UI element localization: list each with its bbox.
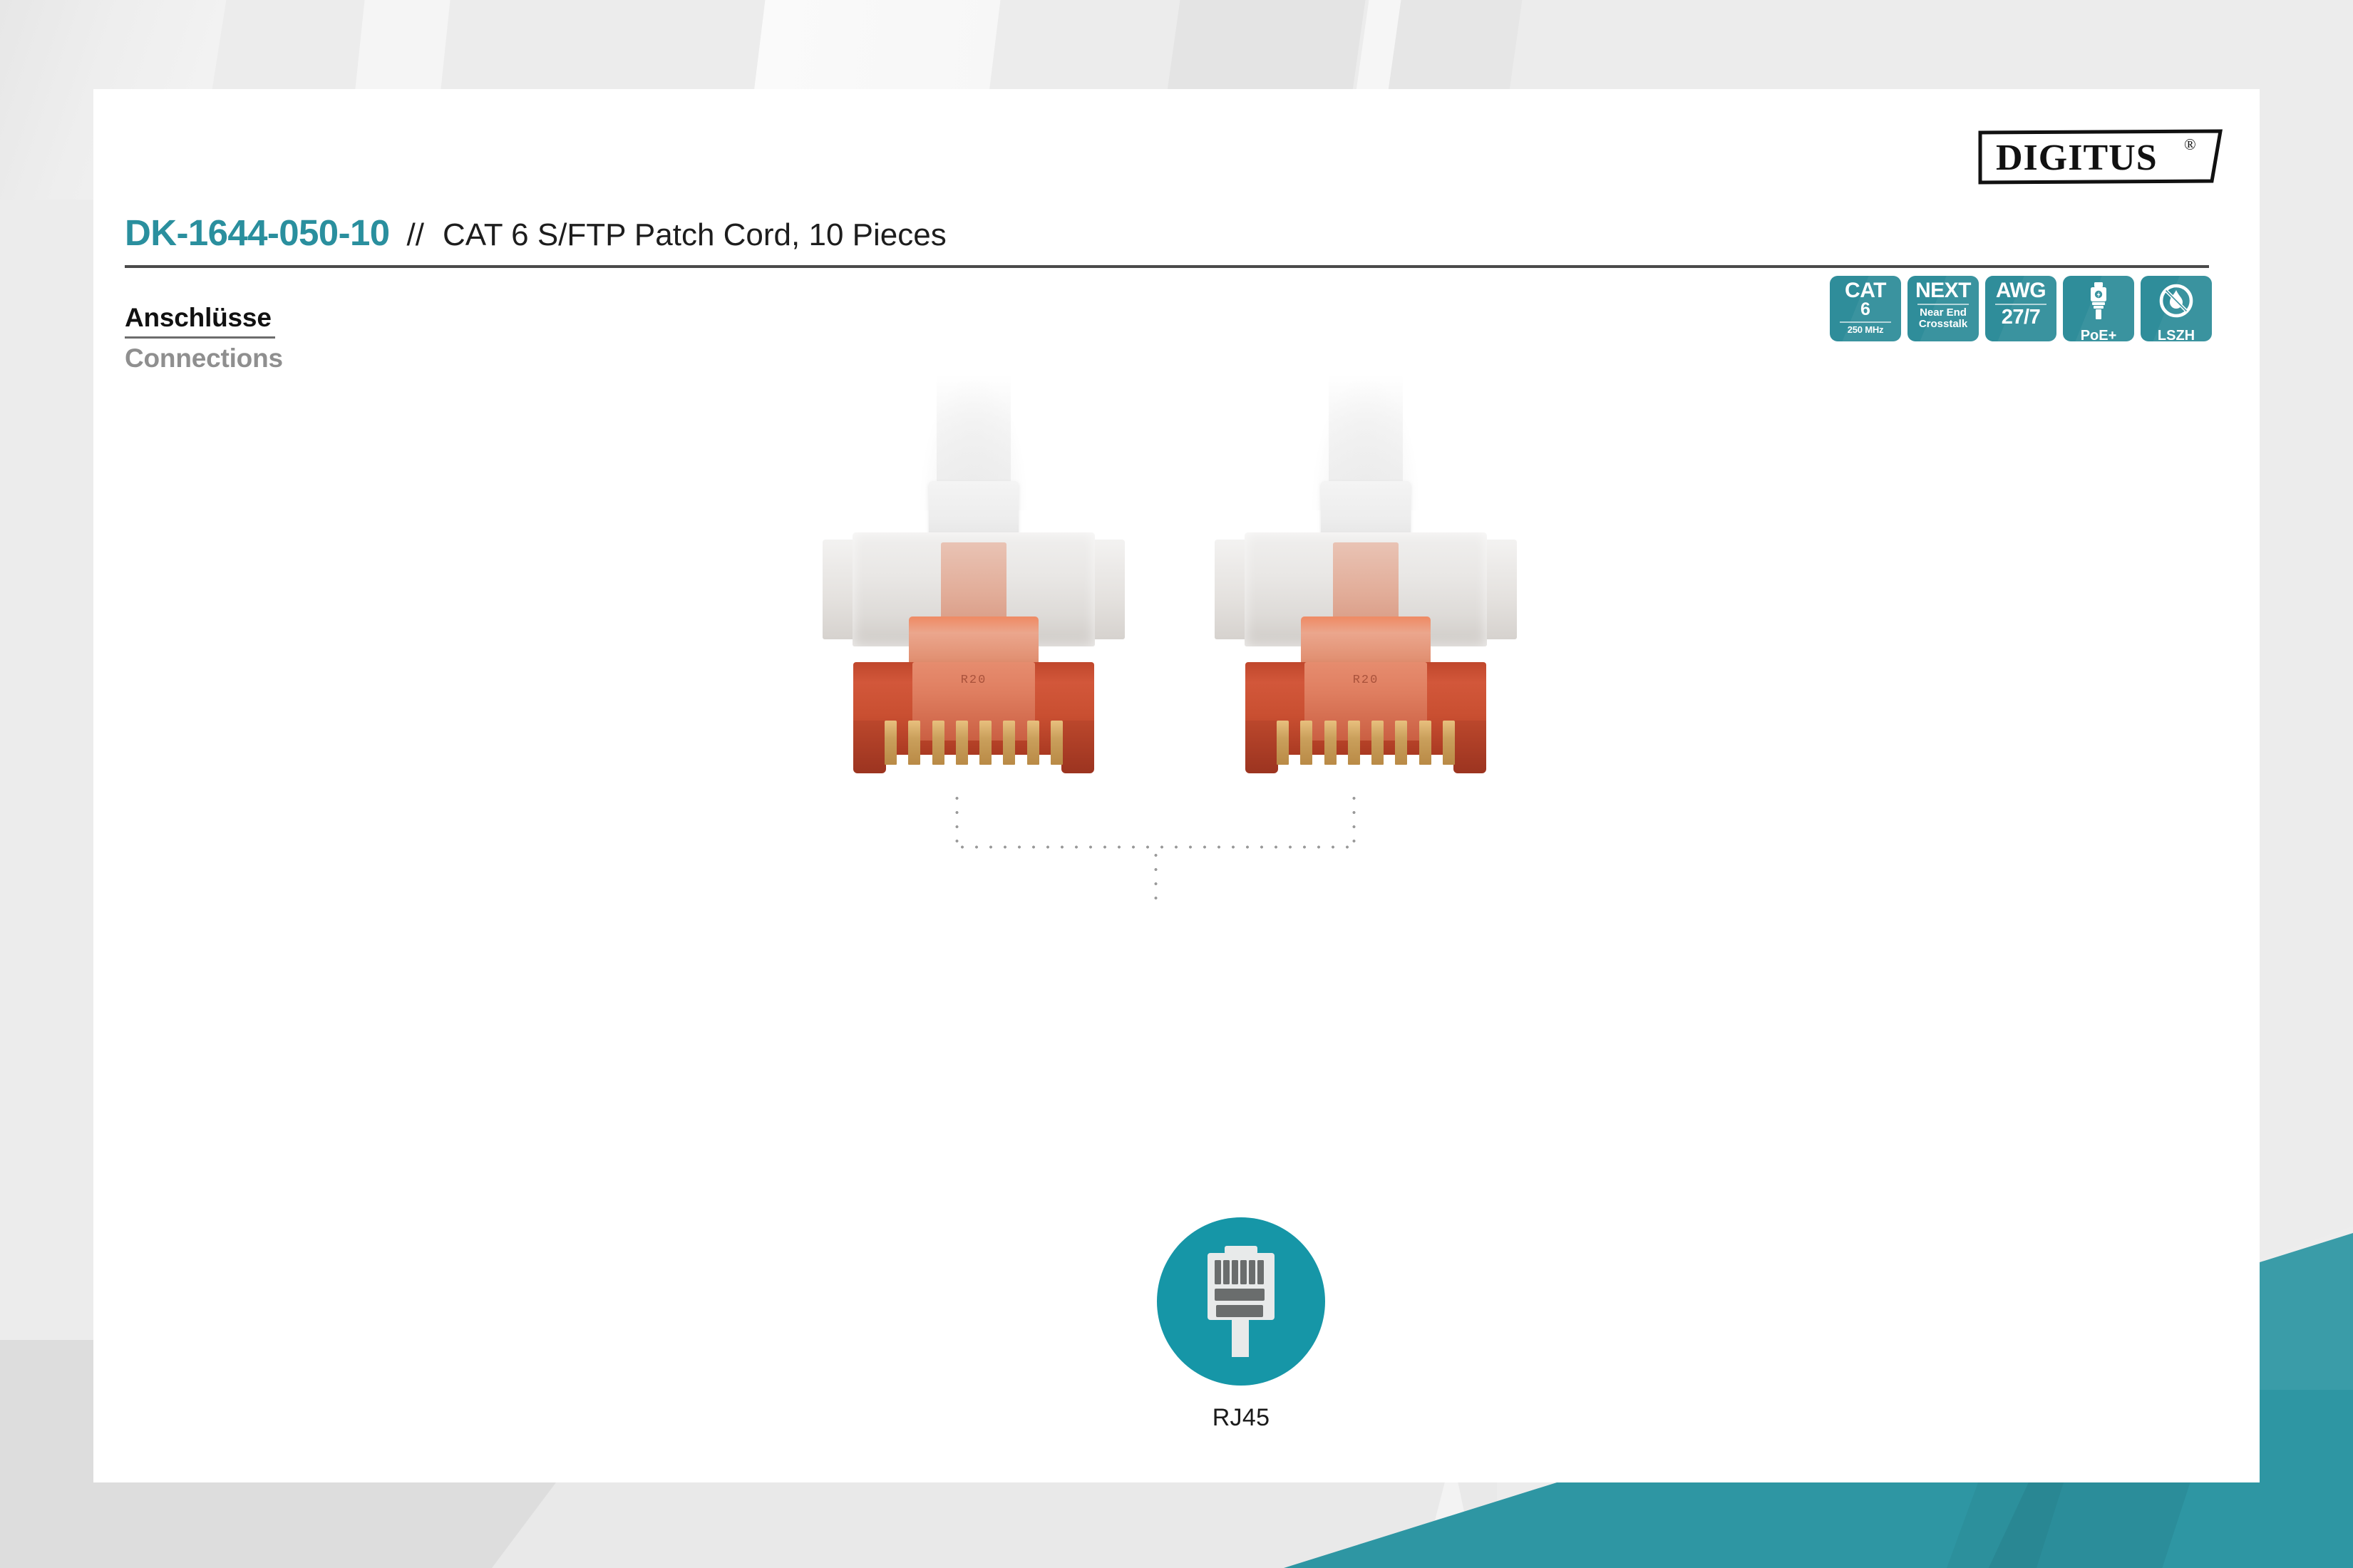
latch-stem-right: [1333, 542, 1399, 626]
housing-foot-left-r: [1061, 721, 1094, 773]
rj45-badge-circle: [1157, 1217, 1325, 1386]
connector-type-marker: RJ45: [1154, 1217, 1328, 1432]
connector-right: R20: [1212, 374, 1519, 780]
badge-poe-foot: PoE+: [2080, 328, 2117, 341]
rj45-plug-icon: [2088, 282, 2109, 324]
housing-marking-right: R20: [1352, 674, 1379, 687]
pin: [1395, 721, 1408, 765]
pin: [1026, 721, 1039, 765]
pin: [908, 721, 921, 765]
badge-cat6: CAT 6 250 MHz: [1830, 276, 1901, 341]
section-heading-en: Connections: [125, 344, 283, 373]
product-title: CAT 6 S/FTP Patch Cord, 10 Pieces: [442, 217, 947, 252]
badge-cat6-sub: 6: [1860, 299, 1870, 320]
title-separator: //: [406, 217, 424, 252]
housing-foot-left-l: [853, 721, 886, 773]
badge-awg-main: AWG: [1995, 279, 2046, 302]
badge-cat6-main: CAT: [1845, 279, 1886, 302]
badge-next-line2: Crosstalk: [1918, 317, 1968, 330]
housing-foot-right-l: [1245, 721, 1278, 773]
pin: [1347, 721, 1360, 765]
product-photo: R20: [820, 374, 1519, 780]
pin: [1371, 721, 1384, 765]
product-sku: DK-1644-050-10: [125, 212, 390, 253]
gold-pins-left: [885, 721, 1063, 768]
pin: [979, 721, 992, 765]
badge-awg-rule: [1995, 304, 2046, 306]
svg-text:®: ®: [2184, 135, 2196, 153]
badge-poe: PoE+: [2063, 276, 2134, 341]
pin: [885, 721, 897, 765]
pin: [1050, 721, 1063, 765]
latch-stem-left: [941, 542, 1006, 626]
pin: [932, 721, 944, 765]
digitus-logo: DIGITUS ®: [1977, 128, 2223, 185]
datasheet-card: DIGITUS ® DK-1644-050-10 // CAT 6 S/FTP …: [93, 89, 2260, 1482]
connector-left: R20: [820, 374, 1127, 780]
section-heading-de: Anschlüsse: [125, 303, 272, 332]
badge-cat6-foot: 250 MHz: [1847, 324, 1884, 336]
badge-cat6-rule: [1840, 321, 1891, 324]
callout-line-horizontal: [955, 845, 1356, 849]
badge-next-rule: [1917, 304, 1969, 306]
badge-next-line1: Near End: [1920, 306, 1967, 319]
pin: [1003, 721, 1016, 765]
badge-next: NEXT Near End Crosstalk: [1907, 276, 1979, 341]
section-heading: Anschlüsse Connections: [125, 303, 283, 373]
pin: [1442, 721, 1455, 765]
badge-next-main: NEXT: [1915, 279, 1972, 302]
callout-line-left: [955, 791, 959, 847]
gold-pins-right: [1277, 721, 1455, 768]
housing-foot-right-r: [1453, 721, 1486, 773]
section-heading-rule: [125, 336, 275, 339]
pin: [1324, 721, 1337, 765]
connector-callout-lines: [820, 791, 1519, 1005]
pin: [955, 721, 968, 765]
badge-awg: AWG 27/7: [1985, 276, 2056, 341]
rj45-label: RJ45: [1212, 1404, 1270, 1431]
badge-lszh: LSZH: [2141, 276, 2212, 341]
page-title: DK-1644-050-10 // CAT 6 S/FTP Patch Cord…: [125, 212, 2209, 254]
no-flame-icon: [2157, 282, 2195, 324]
housing-marking-left: R20: [960, 674, 987, 687]
pin: [1419, 721, 1431, 765]
badge-lszh-foot: LSZH: [2157, 328, 2195, 341]
badge-awg-sub: 27/7: [2001, 306, 2041, 329]
pin: [1300, 721, 1313, 765]
title-divider: [125, 265, 2209, 268]
callout-line-right: [1352, 791, 1356, 847]
feature-badge-group: CAT 6 250 MHz NEXT Near End Crosstalk AW…: [1830, 276, 2212, 341]
svg-text:DIGITUS: DIGITUS: [1996, 138, 2158, 178]
pin: [1277, 721, 1289, 765]
callout-line-center: [1154, 848, 1158, 907]
